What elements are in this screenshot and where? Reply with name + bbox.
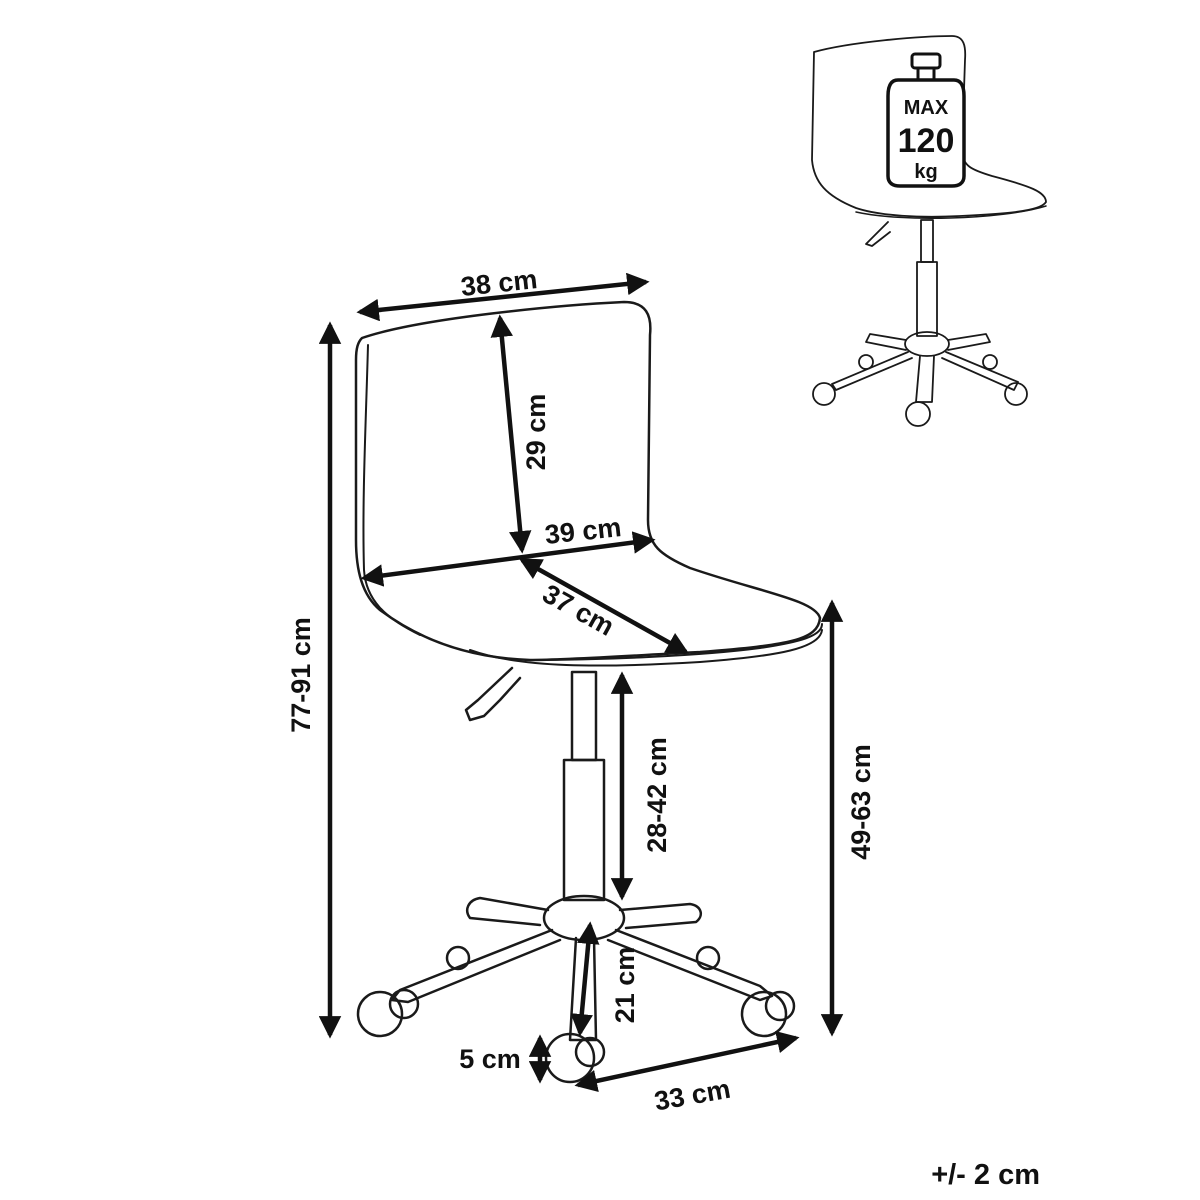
label-seat-depth: 37 cm	[538, 578, 620, 641]
leg-back-right	[618, 902, 703, 930]
chair-main-drawing	[354, 300, 823, 1084]
dim-line-29	[490, 314, 532, 554]
small-chair-seat-edge	[855, 205, 1047, 219]
casters	[356, 945, 796, 1084]
small-base-hub	[904, 331, 950, 357]
label-leg-length: 21 cm	[610, 947, 640, 1024]
dimension-labels: 38 cm 29 cm 39 cm 37 cm 77-91 cm 49-63 c…	[286, 264, 876, 1116]
small-chair-shell	[811, 35, 1047, 218]
dim-line-38	[356, 272, 650, 322]
leg-back-left	[466, 896, 550, 927]
chair-shell-inner-edge	[362, 344, 421, 636]
max-load-unit: kg	[914, 161, 937, 183]
height-lever	[464, 666, 522, 722]
base-hub	[542, 894, 626, 942]
small-leg-front	[915, 355, 935, 403]
dimension-lines	[318, 272, 844, 1093]
seat-front-edge	[529, 623, 823, 661]
small-leg-back-left	[865, 333, 907, 351]
weight-icon	[886, 52, 966, 188]
max-load-value: 120	[898, 122, 955, 160]
small-casters	[812, 354, 1028, 427]
small-gas-lift-upper	[920, 219, 934, 263]
gas-lift-upper	[570, 670, 598, 762]
small-leg-front-right	[941, 351, 1019, 391]
tolerance-note: +/- 2 cm	[931, 1159, 1040, 1191]
leg-front-left	[390, 928, 562, 1004]
max-load-label: MAX	[904, 97, 949, 119]
gas-lift-cylinder	[562, 758, 606, 902]
label-leg-spread: 33 cm	[652, 1074, 733, 1117]
small-leg-back-right	[947, 333, 991, 351]
label-seat-height: 49-63 cm	[846, 744, 876, 860]
small-chair-lever	[865, 221, 891, 247]
seat-underside	[469, 629, 823, 667]
small-gas-lift-cylinder	[916, 261, 938, 337]
label-gas-lift-height: 28-42 cm	[642, 737, 672, 853]
label-wheel-height: 5 cm	[459, 1044, 521, 1074]
dim-line-33	[574, 1030, 800, 1093]
chair-max-load-drawing: MAX 120 kg	[811, 35, 1047, 427]
label-total-height: 77-91 cm	[286, 617, 316, 733]
dim-line-39	[360, 531, 656, 587]
label-backrest-height: 29 cm	[521, 394, 551, 471]
dim-line-21	[570, 921, 600, 1037]
dim-line-37	[518, 558, 690, 654]
